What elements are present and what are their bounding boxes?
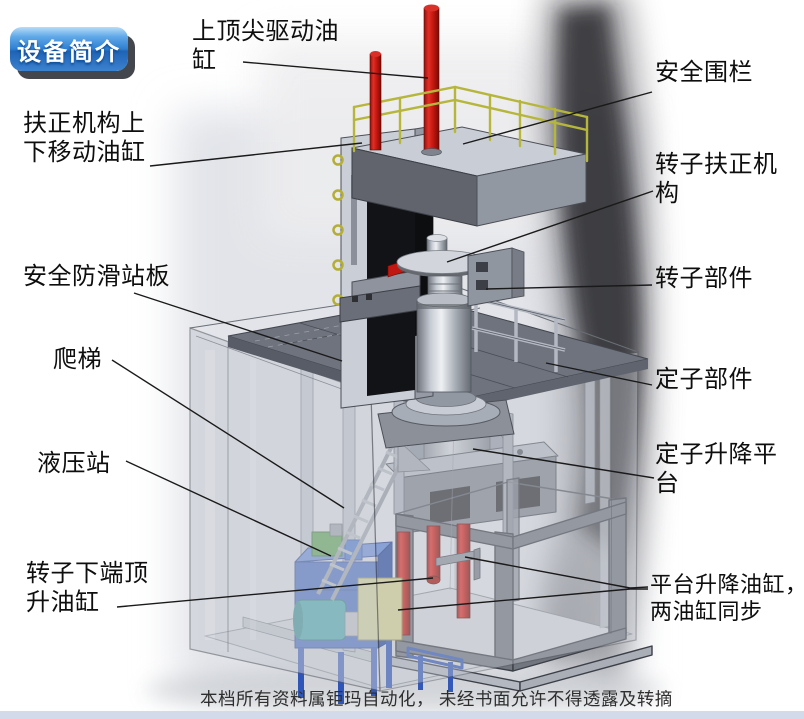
- press-machine: [332, 4, 589, 409]
- column-bolts: [332, 154, 344, 306]
- label-rotor-bottom-jack: 转子下端顶 升油缸: [26, 561, 149, 617]
- head-box: [351, 126, 587, 227]
- rotor-bottom-jack-cylinder: [426, 525, 441, 585]
- label-safety-fence: 安全围栏: [655, 60, 753, 86]
- label-stator-platform: 定子升降平 台: [655, 442, 778, 498]
- top-drive-cylinder-rod: [421, 4, 442, 156]
- bottom-band: [0, 711, 804, 719]
- intro-button[interactable]: 设备简介: [10, 27, 128, 71]
- rotor-aligning-mechanism: [467, 247, 525, 307]
- label-hydraulic-station: 液压站: [37, 451, 111, 477]
- leader-lines: [111, 61, 655, 611]
- upper-thin-rod: [369, 51, 382, 151]
- label-rotor-part: 转子部件: [655, 266, 753, 292]
- label-platform-cylinders: 平台升降油缸， 两油缸同步: [650, 572, 804, 624]
- label-stator-part: 定子部件: [655, 367, 753, 393]
- label-antislip-deck: 安全防滑站板: [23, 264, 170, 290]
- safety-railing: [352, 85, 589, 163]
- rotor-assembly: [339, 234, 525, 393]
- label-ladder: 爬梯: [53, 347, 102, 373]
- watermark-text: 本档所有资料属钜玛自动化， 未经书面允许不得透露及转摘: [200, 689, 673, 709]
- label-align-updown-cylinder: 扶正机构上 下移动油缸: [23, 111, 146, 167]
- label-rotor-align: 转子扶正机 构: [655, 152, 778, 208]
- label-top-drive-cylinder: 上顶尖驱动油 缸: [192, 19, 339, 75]
